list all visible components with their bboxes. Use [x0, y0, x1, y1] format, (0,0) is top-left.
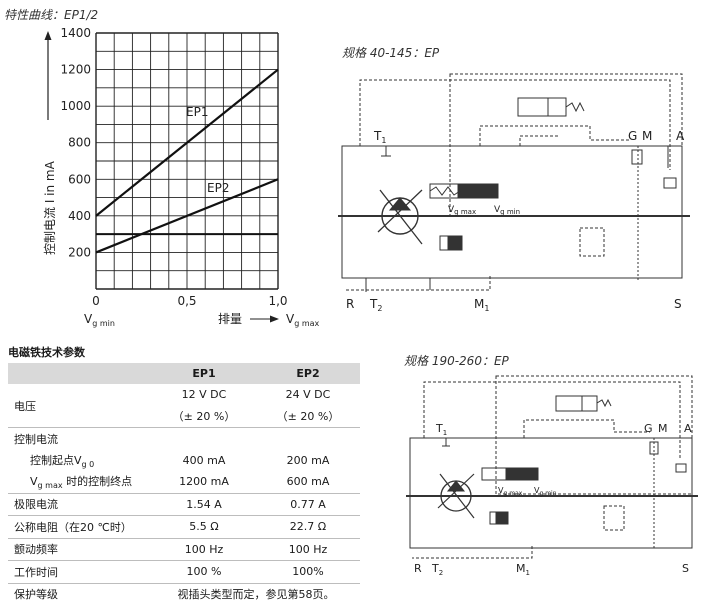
x-tick-label: 1,0	[268, 294, 287, 308]
port-t2-label: T2	[369, 297, 382, 313]
port-t1-label: T1	[435, 422, 447, 437]
port-m-label: M	[642, 129, 652, 143]
limit-ep2: 0.77 A	[256, 492, 360, 516]
solenoid-valve	[555, 395, 583, 412]
resistance-label: 公称电阻（在20 ℃时）	[8, 515, 152, 538]
hydraulic-diagram-1: T1 G M A Vg max Vg min R T2 M1 S	[338, 73, 690, 313]
protection-label: 保护等级	[8, 582, 152, 605]
series-line-ep1	[95, 68, 279, 217]
x-min-label: Vg min	[84, 312, 115, 328]
valve-box	[579, 227, 605, 257]
chart-series	[95, 68, 279, 254]
header-ep2: EP2	[256, 363, 360, 384]
hydraulic-diagram-2: T1 G M A Vg max Vg min R T2 M1 S	[406, 375, 698, 576]
table-row: 控制起点Vg 0 400 mA 200 mA	[8, 450, 360, 472]
x-tick-label: 0	[92, 294, 100, 308]
table-row: 电压 12 V DC 24 V DC	[8, 384, 360, 412]
dither-label: 颤动频率	[8, 537, 152, 561]
port-m-label: M	[658, 422, 668, 435]
tolerance-ep1: （± 20 %）	[172, 410, 236, 424]
solenoid-valve	[517, 97, 549, 117]
port-g-label: G	[628, 129, 637, 143]
x-tick-label: 0,5	[177, 294, 196, 308]
vgmax-label: Vg max	[498, 486, 523, 497]
y-tick-label: 200	[68, 245, 91, 259]
control-current-chart: 200 400 600 800 1000 1200 1400 0 0,5 1,0 控制电流 I i…	[43, 26, 320, 328]
table-row: 公称电阻（在20 ℃时） 5.5 Ω 22.7 Ω	[8, 515, 360, 538]
limit-ep1: 1.54 A	[152, 492, 256, 516]
duty-ep2: 100%	[256, 560, 360, 583]
port-m1-label: M1	[516, 562, 530, 576]
resistance-ep2: 22.7 Ω	[256, 515, 360, 538]
table-row: Vg max 时的控制终点 1200 mA 600 mA	[8, 471, 360, 493]
x-axis-arrow-head	[270, 315, 279, 323]
diagram1-caption: 规格 40-145：EP	[342, 46, 440, 60]
voltage-ep1: 12 V DC	[181, 388, 227, 402]
control-box	[495, 375, 693, 495]
limit-current-label: 极限电流	[8, 492, 152, 516]
table-row: 控制电流	[8, 427, 360, 450]
control-current-label: 控制电流	[8, 427, 152, 450]
chart-grid	[95, 32, 279, 290]
valve-box	[603, 505, 625, 531]
spec-table-title: 电磁铁技术参数	[8, 346, 85, 359]
dither-ep1: 100 Hz	[152, 537, 256, 561]
solenoid-spec-table: EP1 EP2 电压 12 V DC 24 V DC （± 20 %） （± 2…	[8, 363, 360, 605]
voltage-ep2: 24 V DC	[285, 388, 331, 402]
y-tick-label: 1200	[60, 63, 91, 77]
vgmax-label: Vg max	[448, 205, 476, 216]
control-end-ep1: 1200 mA	[179, 475, 229, 489]
header-cell	[8, 363, 152, 384]
port-s-label: S	[674, 297, 682, 311]
tolerance-ep2: （± 20 %）	[276, 410, 340, 424]
port-r-label: R	[346, 297, 354, 311]
table-row: （± 20 %） （± 20 %）	[8, 406, 360, 428]
dither-ep2: 100 Hz	[256, 537, 360, 561]
chart-section-title: 特性曲线：EP1/2	[4, 8, 99, 22]
duty-ep1: 100 %	[152, 560, 256, 583]
series-line-ep2	[95, 178, 279, 254]
series-label-ep1: EP1	[186, 105, 208, 119]
port-m1-label: M1	[474, 297, 489, 313]
vgmin-label: Vg min	[494, 205, 520, 216]
port-a-label: A	[684, 422, 692, 435]
header-ep1: EP1	[152, 363, 256, 384]
chart-ticks: 200 400 600 800 1000 1200 1400 0 0,5 1,0	[60, 26, 287, 308]
voltage-label: 电压	[14, 399, 36, 413]
vgmin-label: Vg min	[534, 486, 557, 497]
port-t1-label: T1	[373, 129, 386, 145]
duty-label: 工作时间	[8, 560, 152, 583]
control-start-ep2: 200 mA	[286, 453, 330, 467]
port-a-label: A	[676, 129, 685, 143]
protection-value: 视插头类型而定，参见第58页。	[152, 582, 360, 605]
table-row: 工作时间 100 % 100%	[8, 560, 360, 583]
y-axis-label: 控制电流 I in mA	[43, 160, 57, 255]
y-tick-label: 400	[68, 209, 91, 223]
x-max-label: Vg max	[286, 312, 320, 328]
control-end-ep2: 600 mA	[286, 475, 330, 489]
port-g-label: G	[644, 422, 653, 435]
table-row: 颤动频率 100 Hz 100 Hz	[8, 537, 360, 561]
table-row: 保护等级 视插头类型而定，参见第58页。	[8, 582, 360, 605]
port-t2-label: T2	[431, 562, 443, 576]
table-row: 极限电流 1.54 A 0.77 A	[8, 492, 360, 516]
y-axis-arrow-head	[44, 31, 52, 40]
port-r-label: R	[414, 562, 422, 575]
y-tick-label: 600	[68, 172, 91, 186]
y-tick-label: 1400	[60, 26, 91, 40]
series-label-ep2: EP2	[207, 181, 229, 195]
control-start-label: 控制起点Vg 0	[30, 453, 95, 469]
resistance-ep1: 5.5 Ω	[152, 515, 256, 538]
y-tick-label: 800	[68, 136, 91, 150]
x-axis-label: 排量	[218, 312, 242, 326]
control-end-label: Vg max 时的控制终点	[30, 475, 133, 491]
table-header-row: EP1 EP2	[8, 363, 360, 384]
diagram2-caption: 规格 190-260：EP	[404, 354, 509, 368]
port-s-label: S	[682, 562, 689, 575]
control-start-ep1: 400 mA	[182, 453, 226, 467]
y-tick-label: 1000	[60, 99, 91, 113]
